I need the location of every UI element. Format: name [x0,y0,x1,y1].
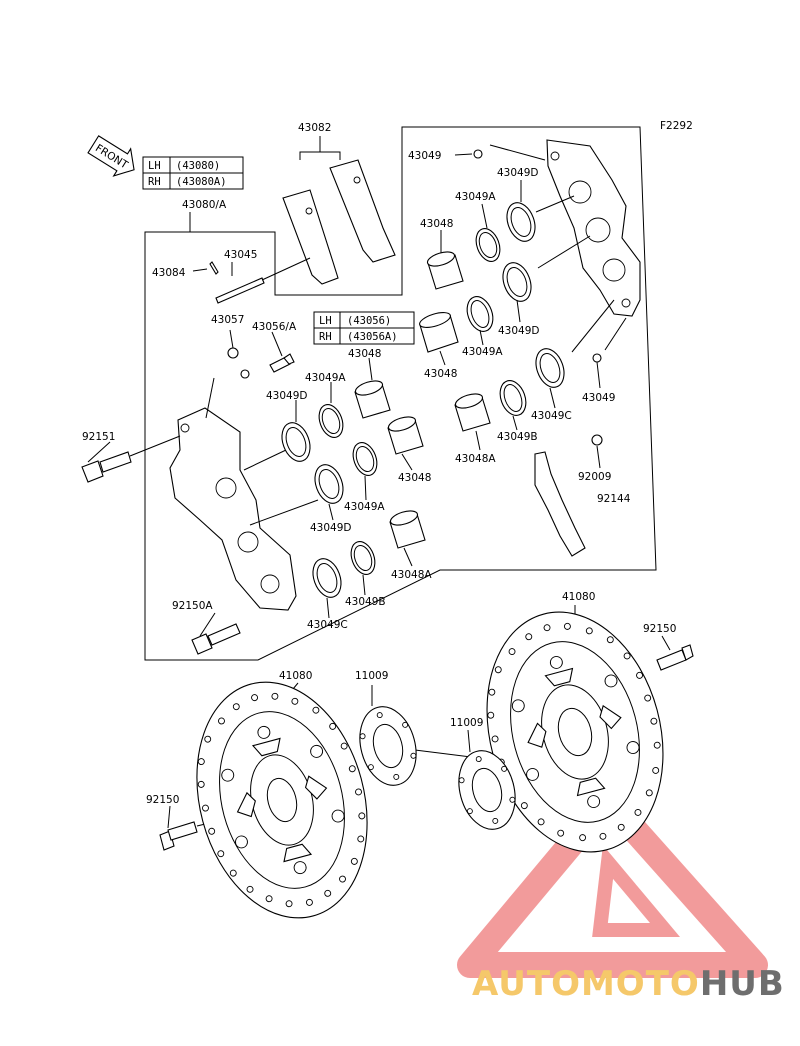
part-labels: 43082 43049 43049D 43049A 43048 43080/A … [82,122,676,806]
label-43048A: 43048A [455,453,496,465]
bracket-92144 [534,451,586,557]
label-43048: 43048 [398,472,431,484]
label-43056A: 43056/A [252,321,297,333]
label-43049A: 43049A [462,346,503,358]
label-43049A: 43049A [344,501,385,513]
label-43048: 43048 [424,368,457,380]
label-11009: 11009 [450,717,483,729]
bolt-92151 [81,435,181,483]
label-92009: 92009 [578,471,611,483]
bleeder-cap [227,347,250,379]
svg-text:LH: LH [148,160,161,172]
label-92144: 92144 [597,493,631,505]
svg-text:LH: LH [319,315,332,327]
label-92150: 92150 [146,794,179,806]
label-11009: 11009 [355,670,388,682]
svg-text:(43080A): (43080A) [176,176,227,188]
bolt-92150A [191,623,241,655]
label-43049: 43049 [408,150,441,162]
label-43049D: 43049D [266,390,308,402]
label-43049A: 43049A [455,191,496,203]
brake-disc-left [196,681,368,919]
bolt-92150-left [159,817,231,851]
shim-plate-left [359,706,417,786]
label-43049C: 43049C [531,410,572,422]
label-43045: 43045 [224,249,257,261]
diagram-code: F2292 [660,120,693,132]
caliper-lower-half [169,377,319,611]
label-43048: 43048 [420,218,453,230]
caliper-side-table: LH (43080) RH (43080A) [142,156,244,190]
label-43049C: 43049C [307,619,348,631]
svg-text:RH: RH [319,331,332,343]
svg-text:(43080): (43080) [176,160,220,172]
piston-seals [281,149,602,598]
bolt-92150-right [656,644,694,671]
shim-plate-right [458,750,516,830]
label-43057: 43057 [211,314,244,326]
label-43080A: 43080/A [182,199,227,211]
bleeder-side-table: LH (43056) RH (43056A) [313,311,415,345]
caliper-upper-half [489,139,641,353]
label-43082: 43082 [298,122,331,134]
bleeder-valve [269,353,295,373]
svg-text:(43056A): (43056A) [347,331,398,343]
label-43049A: 43049A [305,372,346,384]
label-43048: 43048 [348,348,381,360]
front-arrow-icon: FRONT [87,135,135,177]
label-43049B: 43049B [345,596,386,608]
brake-pads [282,159,396,285]
pin-clip [192,261,219,275]
label-43049: 43049 [582,392,615,404]
watermark-text-part1: AUTOMOTOHUB [472,964,785,1004]
svg-text:(43056): (43056) [347,315,391,327]
label-43084: 43084 [152,267,186,279]
label-92151: 92151 [82,431,115,443]
watermark-logo [457,787,768,978]
watermark-text: AUTOMOTOHUB [472,964,785,1004]
label-43048A: 43048A [391,569,432,581]
label-41080: 41080 [279,670,312,682]
label-41080: 41080 [562,591,595,603]
caliper-fitting-92009 [591,434,603,446]
label-43049D: 43049D [498,325,540,337]
pad-pin [215,257,311,304]
svg-text:RH: RH [148,176,161,188]
label-43049D: 43049D [310,522,352,534]
label-43049B: 43049B [497,431,538,443]
pistons [354,251,491,549]
label-92150: 92150 [643,623,676,635]
label-92150A: 92150A [172,600,213,612]
label-43049D: 43049D [497,167,539,179]
